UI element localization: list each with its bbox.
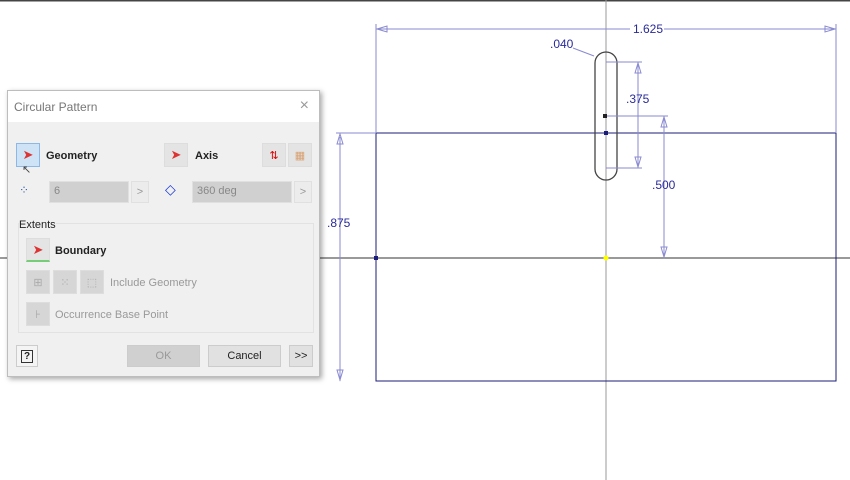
geometry-select-button[interactable]: ➤ — [16, 143, 40, 167]
more-options-button[interactable]: >> — [289, 345, 313, 367]
help-icon: ? — [20, 349, 34, 363]
select-arrow-icon: ➤ — [170, 147, 182, 162]
dimension-lines — [336, 24, 837, 381]
include-all-button[interactable]: ⊞ — [26, 270, 50, 294]
dim-slot-width[interactable]: .040 — [550, 37, 574, 51]
count-flyout-button[interactable]: > — [131, 181, 149, 203]
axis-select-button[interactable]: ➤ — [164, 143, 188, 167]
ok-button[interactable]: OK — [127, 345, 200, 367]
dim-slot-offset[interactable]: .500 — [652, 178, 676, 192]
include-select-button[interactable]: ⬚ — [80, 270, 104, 294]
close-icon[interactable]: × — [299, 97, 309, 114]
slot-center-point[interactable] — [603, 114, 607, 118]
solids-icon: ▦ — [294, 149, 306, 162]
base-point-icon: ⊦ — [35, 308, 41, 321]
count-icon: ⁘ — [19, 183, 30, 197]
select-arrow-icon: ➤ — [32, 241, 44, 257]
grid-icon: ⊞ — [33, 276, 43, 289]
count-input[interactable]: 6 — [49, 181, 129, 203]
midpoint[interactable] — [604, 131, 608, 135]
occurrence-base-point-label: Occurrence Base Point — [55, 309, 169, 321]
points-icon: ⁙ — [60, 276, 70, 289]
dim-width[interactable]: 1.625 — [633, 22, 663, 36]
include-geometry-label: Include Geometry — [110, 277, 197, 289]
help-button[interactable]: ? — [16, 345, 38, 367]
angle-icon: ◇ — [165, 181, 176, 197]
flip-icon: ⇅ — [269, 149, 279, 162]
extents-group — [18, 223, 314, 333]
include-points-button[interactable]: ⁙ — [53, 270, 77, 294]
axis-label: Axis — [195, 150, 219, 162]
select-grid-icon: ⬚ — [86, 276, 98, 289]
dialog-title: Circular Pattern — [14, 99, 98, 114]
boundary-label: Boundary — [55, 245, 107, 257]
solids-button[interactable]: ▦ — [288, 143, 312, 167]
circular-pattern-dialog: Circular Pattern × ➤ ↖ Geometry ➤ Axis ⇅… — [7, 90, 320, 377]
mouse-cursor-icon: ↖ — [22, 164, 32, 176]
angle-input[interactable]: 360 deg — [192, 181, 292, 203]
occurrence-base-point-button[interactable]: ⊦ — [26, 302, 50, 326]
dim-slot-length[interactable]: .375 — [626, 92, 650, 106]
boundary-button[interactable]: ➤ — [26, 238, 50, 262]
dim-height[interactable]: .875 — [327, 216, 351, 230]
extents-label: Extents — [19, 219, 56, 231]
flip-axis-button[interactable]: ⇅ — [262, 143, 286, 167]
dimension-arrows — [336, 25, 837, 382]
origin-point[interactable] — [603, 255, 609, 261]
select-arrow-icon: ➤ — [22, 147, 34, 162]
angle-flyout-button[interactable]: > — [294, 181, 312, 203]
edge-point[interactable] — [374, 256, 378, 260]
geometry-label: Geometry — [46, 150, 98, 162]
dialog-titlebar[interactable]: Circular Pattern — [8, 91, 319, 122]
cancel-button[interactable]: Cancel — [208, 345, 281, 367]
